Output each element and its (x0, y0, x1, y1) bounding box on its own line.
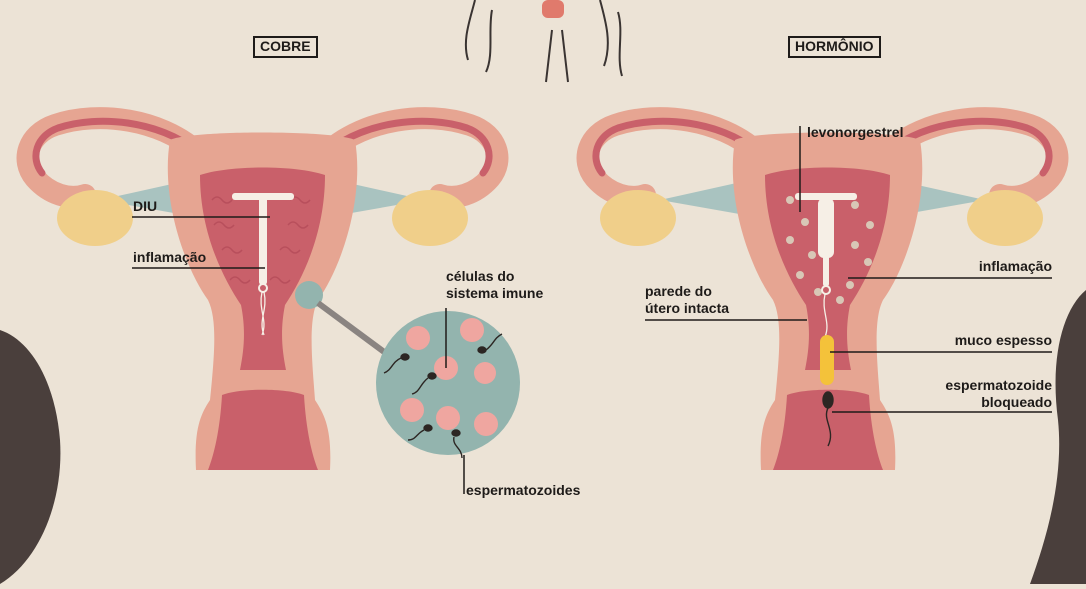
label-parede-utero: parede do útero intacta (645, 283, 729, 317)
label-parede-line2: útero intacta (645, 300, 729, 317)
top-red-mark (542, 0, 564, 18)
label-esperma-line1: espermatozoide (900, 377, 1052, 394)
label-espermatozoides: espermatozoides (466, 482, 580, 499)
right-ovary-right (967, 190, 1043, 246)
label-levonorgestrel: levonorgestrel (807, 124, 903, 141)
label-inflamacao-left: inflamação (133, 249, 206, 266)
left-ovary-right (392, 190, 468, 246)
left-ovary-left (57, 190, 133, 246)
label-celulas-imune: células do sistema imune (446, 268, 543, 302)
label-espermatozoide-bloqueado: espermatozoide bloqueado (900, 377, 1052, 411)
panel-title-cobre: COBRE (253, 36, 318, 58)
label-inflamacao-right: inflamação (930, 258, 1052, 275)
label-esperma-line2: bloqueado (900, 394, 1052, 411)
right-ovary-left (600, 190, 676, 246)
label-celulas-line2: sistema imune (446, 285, 543, 302)
thick-mucus (820, 335, 834, 385)
label-parede-line1: parede do (645, 283, 729, 300)
label-celulas-line1: células do (446, 268, 543, 285)
left-cervix (208, 390, 318, 470)
label-diu: DIU (133, 198, 157, 215)
magnifier-circle (376, 311, 520, 455)
label-muco-espesso: muco espesso (900, 332, 1052, 349)
panel-title-hormonio: HORMÔNIO (788, 36, 881, 58)
left-rock (0, 330, 60, 584)
